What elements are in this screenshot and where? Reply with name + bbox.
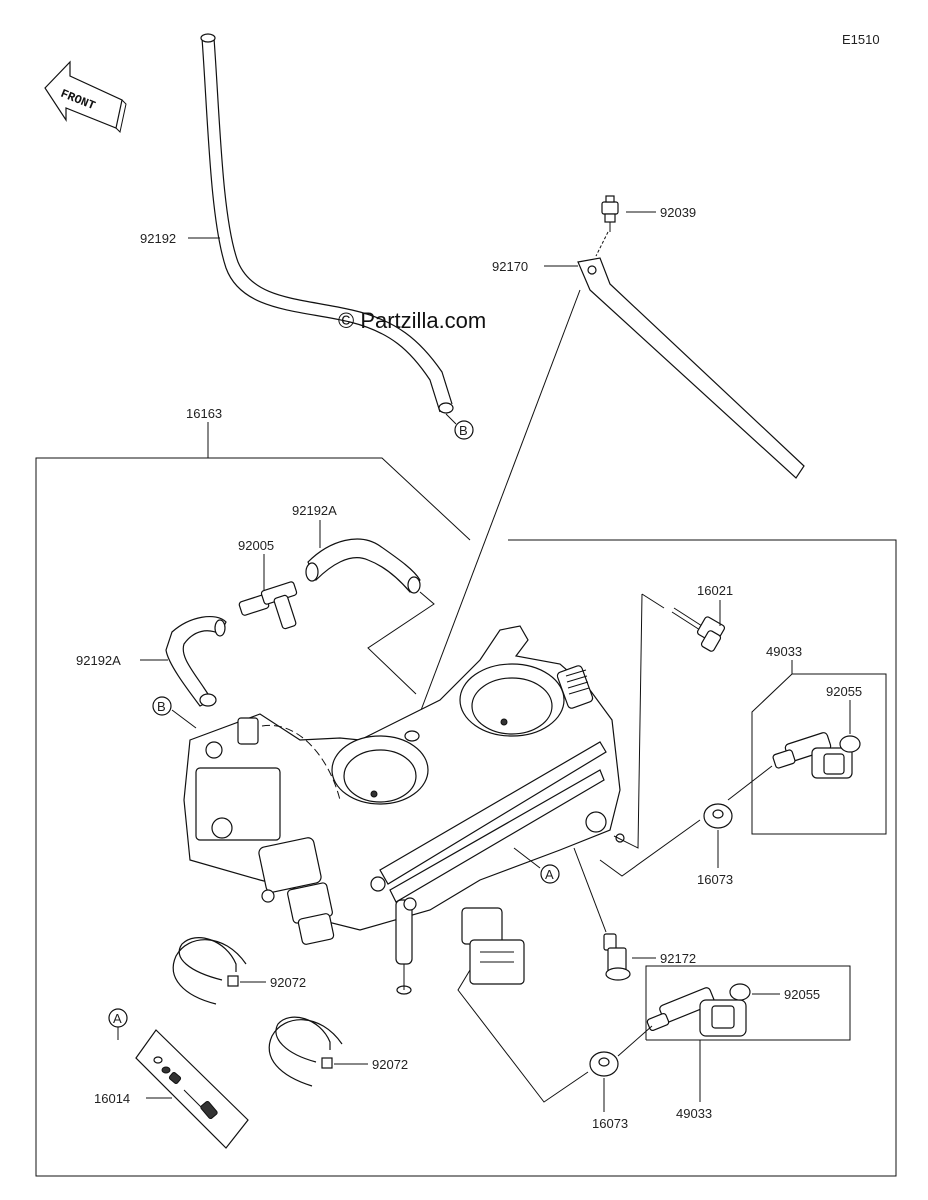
screw-16021[interactable] (671, 607, 726, 652)
bolt-92172[interactable] (603, 933, 631, 981)
t-joint-92005[interactable] (238, 581, 298, 630)
bolt-92039[interactable] (601, 195, 619, 232)
injector-49033-top[interactable] (772, 732, 853, 779)
injector-49033-bottom[interactable] (646, 987, 747, 1037)
band-clamp-92072-b[interactable] (268, 1016, 343, 1087)
ref-b-label-assembly: B (157, 699, 166, 714)
diagram-code: E1510 (842, 32, 880, 47)
label-92192a-left: 92192A (76, 653, 121, 668)
label-92055-top: 92055 (826, 684, 862, 699)
ref-a-label: A (113, 1011, 122, 1026)
screw-kit-16014[interactable] (135, 1029, 249, 1149)
hose-92192a-left[interactable] (165, 615, 227, 707)
label-92192: 92192 (140, 231, 176, 246)
o-ring-92055-top[interactable] (839, 735, 861, 753)
label-92055-bottom: 92055 (784, 987, 820, 1002)
label-92172: 92172 (660, 951, 696, 966)
label-49033-bottom: 49033 (676, 1106, 712, 1121)
strap-92170[interactable] (577, 257, 805, 479)
ref-a-label-assembly: A (545, 867, 554, 882)
o-ring-92055-bottom[interactable] (729, 983, 751, 1001)
hose-92192a-top[interactable] (305, 538, 421, 594)
front-arrow-icon: FRONT (44, 60, 127, 134)
label-16073-right: 16073 (697, 872, 733, 887)
label-92039: 92039 (660, 205, 696, 220)
label-92072-b: 92072 (372, 1057, 408, 1072)
label-16073-bottom: 16073 (592, 1116, 628, 1131)
label-16014: 16014 (94, 1091, 130, 1106)
grommet-16073-bottom[interactable] (589, 1051, 619, 1077)
label-49033-top: 49033 (766, 644, 802, 659)
band-clamp-92072-a[interactable] (172, 937, 247, 1005)
hose-92192[interactable] (200, 33, 454, 414)
ref-b-circle (454, 420, 474, 440)
label-16021: 16021 (697, 583, 733, 598)
grommet-16073-right[interactable] (703, 803, 733, 829)
assembly-boundary (35, 457, 897, 1177)
injector-group-bottom-box (645, 965, 851, 1041)
label-16163: 16163 (186, 406, 222, 421)
ref-b-label: B (459, 423, 468, 438)
label-92192a-top: 92192A (292, 503, 337, 518)
label-92005: 92005 (238, 538, 274, 553)
label-92072-a: 92072 (270, 975, 306, 990)
ref-a-circle-assembly (540, 864, 560, 884)
throttle-body-assembly[interactable] (183, 625, 625, 995)
ref-b-circle-assembly (152, 696, 172, 716)
injector-group-top-box (751, 673, 887, 835)
label-92170: 92170 (492, 259, 528, 274)
